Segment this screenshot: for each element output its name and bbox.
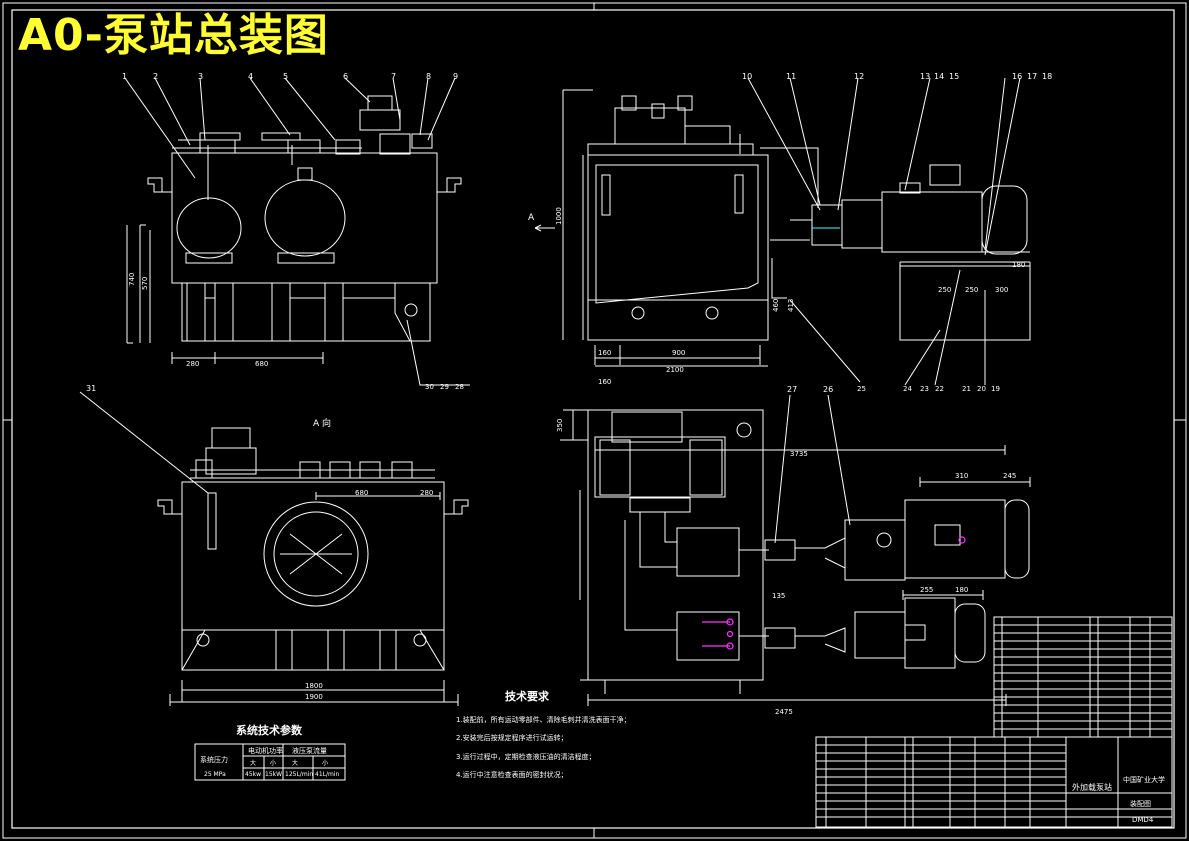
balloon-30: 30: [425, 383, 434, 391]
params-col-pressure: 系统压力: [200, 755, 228, 764]
dim-680: 680: [255, 360, 268, 368]
drawing-title: A0-泵站总装图: [18, 10, 329, 61]
params-pressure-value: 25 MPa: [204, 771, 226, 778]
requirement-3: 3.运行过程中，定期检查液压油的清洁程度；: [456, 752, 596, 761]
params-power-big: 45kw: [245, 771, 261, 778]
params-sub-big-1: 大: [250, 759, 256, 767]
dim-p3735: 3735: [790, 450, 808, 458]
dim-p350: 350: [556, 419, 564, 432]
balloon-8: 8: [426, 72, 431, 81]
requirement-1: 1.装配前，所有运动零部件、清除毛刺并清洗表面干净；: [456, 715, 631, 724]
params-col-power: 电动机功率: [248, 746, 283, 755]
balloon-21: 21: [962, 385, 971, 393]
balloon-6: 6: [343, 72, 348, 81]
dim-f250a: 250: [938, 286, 951, 294]
balloon-16: 16: [1012, 72, 1022, 81]
dim-1900: 1900: [305, 693, 323, 701]
params-col-flow: 液压泵流量: [292, 746, 327, 755]
balloon-1: 1: [122, 72, 127, 81]
balloon-13: 13: [920, 72, 930, 81]
balloon-28: 28: [455, 383, 464, 391]
dim-p180: 180: [955, 586, 968, 594]
dim-2100: 2100: [666, 366, 684, 374]
title-block-code: DMD4: [1132, 816, 1154, 824]
params-sub-small-2: 小: [322, 759, 328, 767]
dim-f300: 300: [995, 286, 1008, 294]
magenta-markers: [702, 536, 966, 650]
balloon-3: 3: [198, 72, 203, 81]
dim-p255: 255: [920, 586, 933, 594]
balloon-12: 12: [854, 72, 864, 81]
dim-1800: 1800: [305, 682, 323, 690]
dim-f250b: 250: [965, 286, 978, 294]
dim-570: 570: [141, 277, 149, 290]
dim-a680: 680: [355, 489, 368, 497]
dim-740: 740: [128, 273, 136, 286]
balloon-25: 25: [857, 385, 866, 393]
balloon-14: 14: [934, 72, 944, 81]
balloon-24: 24: [903, 385, 912, 393]
a-view-label: A 向: [313, 417, 331, 429]
balloon-17: 17: [1027, 72, 1037, 81]
dim-280: 280: [186, 360, 199, 368]
balloon-11: 11: [786, 72, 796, 81]
balloon-2: 2: [153, 72, 158, 81]
plan-view: [560, 394, 1031, 706]
balloon-20: 20: [977, 385, 986, 393]
a-view: [79, 391, 469, 706]
balloon-18: 18: [1042, 72, 1052, 81]
balloon-9: 9: [453, 72, 458, 81]
balloon-4: 4: [248, 72, 253, 81]
params-heading: 系统技术参数: [236, 723, 303, 737]
requirements-heading: 技术要求: [505, 689, 550, 703]
balloon-31: 31: [86, 384, 96, 393]
inner-frame: [11, 9, 1175, 829]
dim-p135: 135: [772, 592, 785, 600]
balloon-10: 10: [742, 72, 752, 81]
side-view: [534, 77, 1031, 386]
dim-900: 900: [672, 349, 685, 357]
params-table-grid: [194, 743, 346, 781]
balloon-15: 15: [949, 72, 959, 81]
requirement-2: 2.安装完后按规定程序进行试运转；: [456, 733, 568, 742]
balloon-19: 19: [991, 385, 1000, 393]
params-flow-small: 41L/min: [315, 771, 340, 778]
dim-160: 160: [598, 349, 611, 357]
dim-f180: 180: [1012, 261, 1025, 269]
params-flow-big: 125L/min: [285, 771, 313, 778]
balloon-27: 27: [787, 385, 797, 394]
title-block-school: 中国矿业大学: [1123, 775, 1165, 784]
balloon-7: 7: [391, 72, 396, 81]
dim-413: 413: [787, 299, 795, 312]
params-sub-big-2: 大: [292, 759, 298, 767]
dim-p310: 310: [955, 472, 968, 480]
dim-p2475: 2475: [775, 708, 793, 716]
title-block-grid: [815, 616, 1173, 828]
params-sub-small-1: 小: [270, 759, 276, 767]
dim-p245: 245: [1003, 472, 1016, 480]
balloon-23: 23: [920, 385, 929, 393]
dim-1000: 1000: [555, 207, 563, 225]
front-view: [124, 77, 470, 386]
dim-460: 460: [772, 299, 780, 312]
balloon-22: 22: [935, 385, 944, 393]
dim-a280: 280: [420, 489, 433, 497]
title-block-name: 外加载泵站: [1072, 782, 1112, 792]
balloon-5: 5: [283, 72, 288, 81]
dim-p160: 160: [598, 378, 611, 386]
balloon-26: 26: [823, 385, 833, 394]
title-block-sheet: 装配图: [1130, 799, 1151, 808]
requirement-4: 4.运行中注意检查表面的密封状况；: [456, 770, 568, 779]
params-power-small: 15kW: [265, 771, 282, 778]
balloon-29: 29: [440, 383, 449, 391]
arrow-a-label: A: [528, 213, 535, 223]
